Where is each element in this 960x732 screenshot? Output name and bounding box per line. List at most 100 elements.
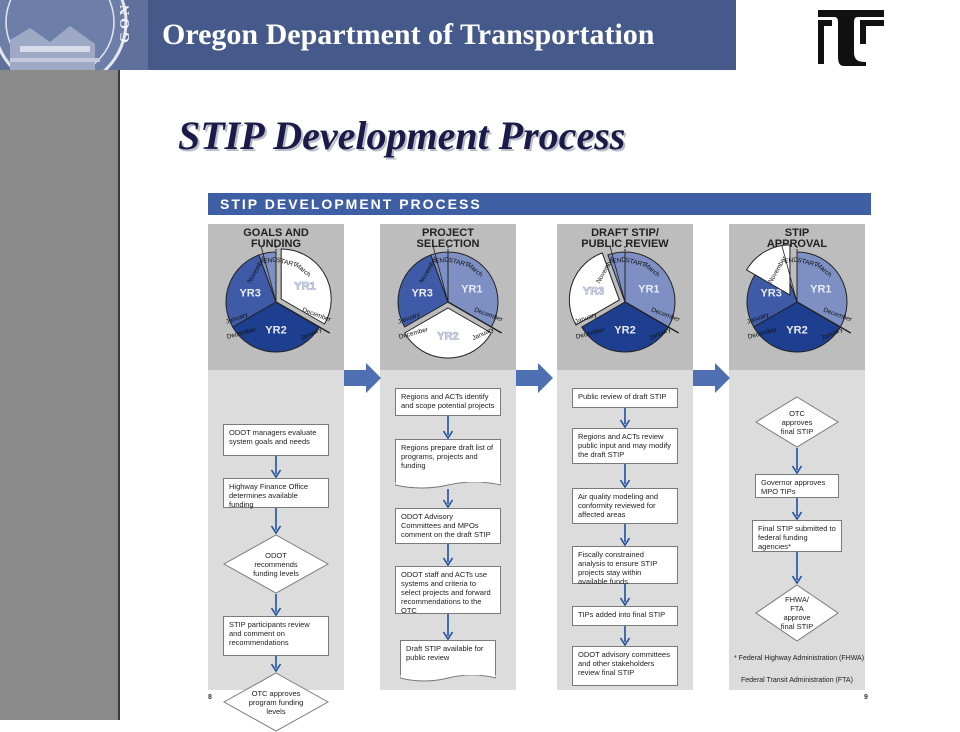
flow-arrow xyxy=(791,448,803,474)
oregon-seal: GON xyxy=(0,0,148,70)
pie-segment-3: YR3 xyxy=(568,252,620,326)
pie-segment-1: YR1 xyxy=(280,248,332,325)
flow-arrow xyxy=(619,626,631,646)
footnote-fta: Federal Transit Administration (FTA) xyxy=(741,677,853,684)
process-step: TIPs added into final STIP xyxy=(572,606,678,626)
pie-label-3: YR3 xyxy=(583,286,604,298)
pie-label-3: YR3 xyxy=(760,288,781,300)
pie-segment-1: YR1 xyxy=(624,251,676,328)
pie-segment-1: YR1 xyxy=(447,251,499,328)
column-title-line: GOALS AND xyxy=(243,227,309,239)
column-title-line: DRAFT STIP/ xyxy=(591,227,659,239)
pie-segment-1: YR1 xyxy=(796,251,848,328)
process-step: Governor approves MPO TIPs xyxy=(755,474,839,498)
flow-arrow xyxy=(442,544,454,566)
document-wave-edge xyxy=(395,482,501,489)
diamond-shape xyxy=(755,584,839,642)
column-title-line: PUBLIC REVIEW xyxy=(581,238,669,250)
flow-arrow xyxy=(270,594,282,616)
pie-label-3: YR3 xyxy=(411,288,432,300)
year-cycle-pie: YR1YR2YR3STARTENDMarchNovemberDecemberJa… xyxy=(225,245,333,353)
column-title-line: SELECTION xyxy=(416,238,480,250)
pie-label-2: YR2 xyxy=(265,325,286,337)
process-step: ODOT advisory committees and other stake… xyxy=(572,646,678,686)
pie-end-label: END xyxy=(612,256,627,265)
decision-step: FHWA/ FTA approve final STIP xyxy=(755,584,839,642)
process-step: Fiscally constrained analysis to ensure … xyxy=(572,546,678,586)
pie-segment-end xyxy=(745,244,791,296)
column-title: DRAFT STIP/PUBLIC REVIEW xyxy=(557,228,693,250)
flow-arrow xyxy=(270,508,282,534)
decision-step: OTC approves final STIP xyxy=(755,396,839,448)
pie-label-1: YR1 xyxy=(461,283,482,295)
page-number-left: 8 xyxy=(208,694,212,701)
pie-end-label: END xyxy=(784,256,799,265)
flow-arrow xyxy=(619,408,631,428)
flow-arrow xyxy=(442,489,454,508)
pie-segment-3: YR3 xyxy=(225,254,277,328)
diamond-shape xyxy=(223,534,329,594)
pie-label-1: YR1 xyxy=(638,283,659,295)
diamond-shape xyxy=(755,396,839,448)
pie-end-label: END xyxy=(263,256,278,265)
decision-step: OTC approves program funding levels xyxy=(223,672,329,732)
stage-transition-arrow xyxy=(693,363,730,393)
pie-label-1: YR1 xyxy=(294,280,315,292)
process-step: Final STIP submitted to federal funding … xyxy=(752,520,842,552)
seal-text: GON xyxy=(118,2,133,43)
document-step: Draft STIP available for public review xyxy=(400,640,496,676)
pie-label-1: YR1 xyxy=(810,283,831,295)
odot-logo-icon xyxy=(818,10,884,66)
process-step: ODOT staff and ACTs use systems and crit… xyxy=(395,566,501,615)
document-step: Regions prepare draft list of programs, … xyxy=(395,439,501,483)
process-step: STIP participants review and comment on … xyxy=(223,616,329,656)
column-title-line: APPROVAL xyxy=(766,238,828,250)
flow-arrow xyxy=(442,416,454,439)
process-step: Air quality modeling and conformity revi… xyxy=(572,488,678,524)
flow-arrow xyxy=(270,656,282,672)
column-title-line: STIP xyxy=(784,227,810,239)
year-cycle-pie: YR1YR2YR3STARTENDMarchNovemberDecemberJa… xyxy=(568,245,682,353)
process-step: Regions and ACTs identify and scope pote… xyxy=(395,388,501,416)
figure-header: STIP DEVELOPMENT PROCESS xyxy=(208,193,871,215)
flow-arrow xyxy=(619,524,631,546)
flow-arrow xyxy=(791,498,803,520)
column-title-line: FUNDING xyxy=(250,238,302,250)
flow-arrow xyxy=(791,552,803,584)
decision-step: ODOT recommends funding levels xyxy=(223,534,329,594)
pie-end-label: END xyxy=(435,256,450,265)
flow-arrow xyxy=(270,456,282,478)
column-title-line: PROJECT xyxy=(422,227,474,239)
decision-step-text: ODOT recommends funding levels xyxy=(253,550,299,578)
process-step: Regions and ACTs review public input and… xyxy=(572,428,678,464)
footnote-fhwa: * Federal Highway Administration (FHWA) xyxy=(734,655,865,662)
document-wave-edge xyxy=(400,675,496,682)
stage-transition-arrow xyxy=(516,363,553,393)
pie-label-2: YR2 xyxy=(786,325,807,337)
header-bar: GON Oregon Department of Transportation xyxy=(0,0,736,70)
process-step: Public review of draft STIP xyxy=(572,388,678,408)
pie-label-2: YR2 xyxy=(437,331,458,343)
flow-arrow xyxy=(619,584,631,606)
flow-arrow xyxy=(619,464,631,488)
pie-segment-2: YR2 xyxy=(404,307,492,359)
stage-transition-arrow xyxy=(344,363,381,393)
org-title: Oregon Department of Transportation xyxy=(162,18,655,51)
decision-step-text: OTC approves program funding levels xyxy=(248,688,304,716)
page-number-right: 9 xyxy=(864,694,868,701)
seal-icon xyxy=(0,0,128,70)
year-cycle-pie: YR1YR2YR3STARTENDMarchNovemberDecemberJa… xyxy=(397,245,505,359)
pie-label-2: YR2 xyxy=(614,325,635,337)
flow-arrow xyxy=(442,614,454,640)
pie-segment-3: YR3 xyxy=(397,254,449,328)
slide-title: STIP Development Process xyxy=(178,113,626,158)
process-step: ODOT managers evaluate system goals and … xyxy=(223,424,329,456)
